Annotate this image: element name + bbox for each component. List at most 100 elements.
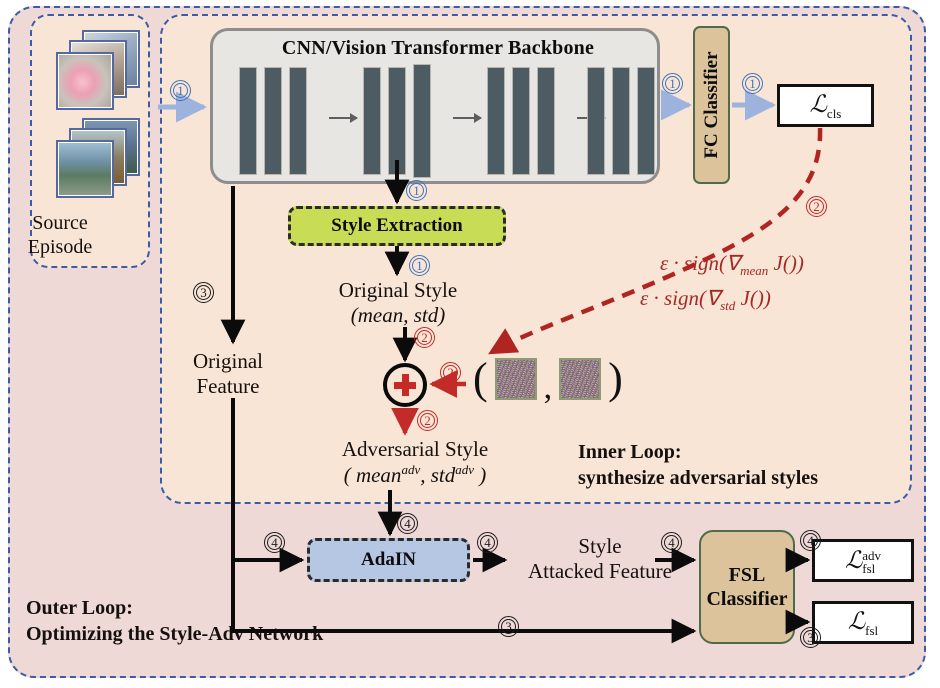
marker-inner-ring xyxy=(412,258,427,273)
outer-loop-caption-line1: Outer Loop: xyxy=(26,597,133,619)
backbone-bar xyxy=(637,67,655,175)
original-feature-label-line1: Original xyxy=(193,349,263,373)
step-marker-1-style-in: 1 xyxy=(406,180,427,201)
style-attacked-feature-line2: Attacked Feature xyxy=(527,559,673,583)
backbone-bar xyxy=(388,67,406,175)
landscape-image-1 xyxy=(56,140,114,198)
marker-inner-ring xyxy=(745,76,760,91)
advstyle-mid: , std xyxy=(420,463,456,487)
loss-fsl-symbol: ℒfsl xyxy=(847,608,879,638)
grad-std-formula: ε · sign(∇std J()) xyxy=(640,286,771,314)
step-marker-1-fc-out: 1 xyxy=(742,73,763,94)
step-marker-4-adain-out: 4 xyxy=(477,532,498,553)
source-episode-label-line1: Source xyxy=(32,212,88,234)
step-marker-2-noise-in: 2 xyxy=(440,362,461,383)
noise-close-paren: ) xyxy=(608,354,623,403)
grad-mean-prefix: ε · sign(∇ xyxy=(660,251,741,275)
style-extraction-block: Style Extraction xyxy=(288,206,506,246)
marker-inner-ring xyxy=(443,365,458,380)
step-marker-4-adain-feat-in: 4 xyxy=(264,532,285,553)
outer-loop-caption-line2: Optimizing the Style-Adv Network xyxy=(26,623,324,645)
backbone-title: CNN/Vision Transformer Backbone xyxy=(281,37,595,59)
loss-cls-symbol: ℒcls xyxy=(809,91,842,121)
landscape-image-stack xyxy=(56,118,148,198)
marker-inner-ring xyxy=(809,199,824,214)
loss-cls-box: ℒcls xyxy=(777,84,874,127)
step-marker-2-gradient: 2 xyxy=(806,196,827,217)
marker-inner-ring xyxy=(803,533,818,548)
advstyle-close: ) xyxy=(474,463,487,487)
fc-classifier-label: FC Classifier xyxy=(700,51,722,159)
grad-mean-suffix: J()) xyxy=(768,251,804,275)
marker-inner-ring xyxy=(196,285,211,300)
noise-comma: , xyxy=(543,369,553,406)
step-marker-4-fsl-in: 4 xyxy=(661,532,682,553)
backbone-bar xyxy=(537,67,555,175)
backbone-flow-arrow-2 xyxy=(453,113,482,123)
backbone-bar xyxy=(239,67,257,175)
adain-block: AdaIN xyxy=(307,538,470,582)
grad-mean-formula: ε · sign(∇mean J()) xyxy=(660,251,804,279)
style-extraction-label: Style Extraction xyxy=(331,215,463,236)
advstyle-open: ( mean xyxy=(343,463,402,487)
step-marker-3-loss-fsl: 3 xyxy=(800,627,821,648)
backbone-bar xyxy=(264,67,282,175)
source-episode-label-line2: Episode xyxy=(27,236,93,258)
inner-loop-caption-line1: Inner Loop: xyxy=(578,441,682,463)
flower-image-stack xyxy=(56,30,148,110)
noise-patch-std xyxy=(559,358,602,400)
adversarial-style-params: ( meanadv, stdadv ) xyxy=(300,462,530,488)
step-marker-1-input: 1 xyxy=(170,80,191,101)
step-marker-3-bottom-path: 3 xyxy=(498,616,519,637)
marker-inner-ring xyxy=(501,619,516,634)
backbone-bar xyxy=(363,67,381,175)
loss-fsl-box: ℒfsl xyxy=(812,601,914,644)
backbone-group-2 xyxy=(363,64,431,178)
marker-inner-ring xyxy=(803,630,818,645)
noise-patch-mean xyxy=(494,358,537,400)
marker-inner-ring xyxy=(400,516,415,531)
marker-inner-ring xyxy=(417,330,432,345)
adversarial-style-label: Adversarial Style xyxy=(341,437,489,461)
fsl-classifier-label-line1: FSL xyxy=(728,563,766,586)
marker-inner-ring xyxy=(420,413,435,428)
step-marker-1-backbone-out: 1 xyxy=(662,73,683,94)
marker-inner-ring xyxy=(664,535,679,550)
fsl-classifier-block: FSL Classifier xyxy=(699,530,795,644)
backbone-bar xyxy=(587,67,605,175)
step-marker-4-loss-adv: 4 xyxy=(800,530,821,551)
step-marker-2-add-in: 2 xyxy=(414,327,435,348)
advstyle-sup-std: adv xyxy=(455,462,475,477)
backbone-bar xyxy=(413,64,431,178)
original-feature-label-line2: Feature xyxy=(196,374,260,398)
backbone-flow-arrow-1 xyxy=(329,113,358,123)
noise-tuple: ( , ) xyxy=(473,354,623,405)
marker-inner-ring xyxy=(665,76,680,91)
backbone-bar xyxy=(612,67,630,175)
marker-inner-ring xyxy=(173,83,188,98)
fc-classifier-block: FC Classifier xyxy=(693,26,730,184)
original-style-label: Original Style xyxy=(338,278,458,302)
marker-inner-ring xyxy=(267,535,282,550)
backbone-bar xyxy=(512,67,530,175)
marker-inner-ring xyxy=(409,183,424,198)
grad-std-suffix: J()) xyxy=(735,286,771,310)
backbone-bar xyxy=(289,67,307,175)
adain-label: AdaIN xyxy=(361,549,416,570)
grad-mean-sub: mean xyxy=(740,263,769,279)
marker-inner-ring xyxy=(480,535,495,550)
backbone-group-3 xyxy=(487,67,555,175)
noise-open-paren: ( xyxy=(473,354,488,403)
backbone-group-4 xyxy=(587,67,655,175)
step-marker-1-style-out: 1 xyxy=(409,255,430,276)
fsl-classifier-label-line2: Classifier xyxy=(706,588,788,610)
addition-operator-node xyxy=(383,363,427,407)
original-style-params: (mean, std) xyxy=(350,303,446,327)
step-marker-4-adain-style-in: 4 xyxy=(397,513,418,534)
backbone-bar xyxy=(487,67,505,175)
advstyle-sup-mean: adv xyxy=(401,462,421,477)
backbone-block: CNN/Vision Transformer Backbone xyxy=(210,28,660,184)
step-marker-3-original-feature: 3 xyxy=(193,282,214,303)
